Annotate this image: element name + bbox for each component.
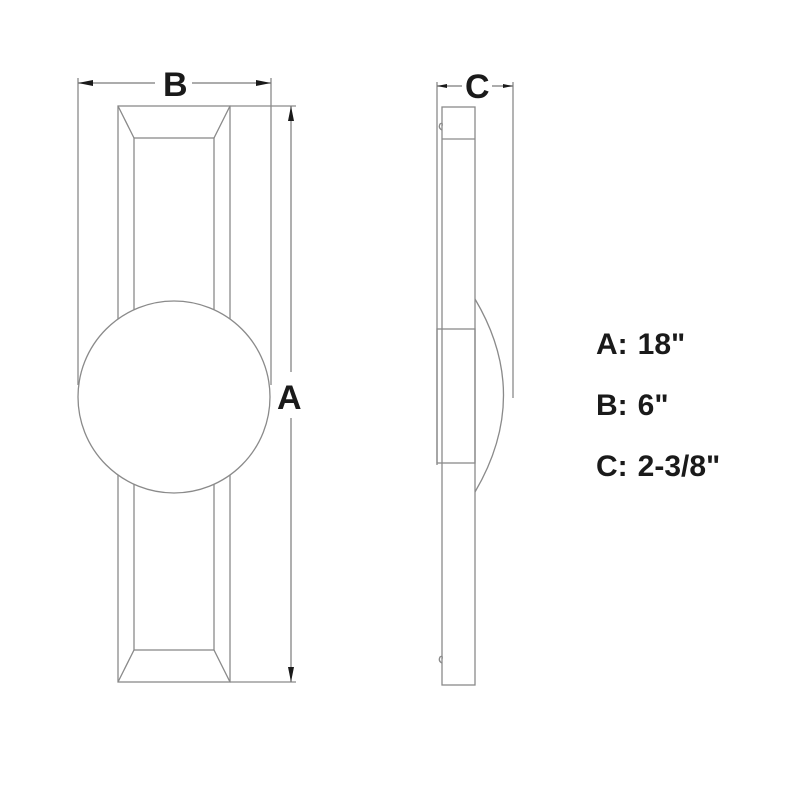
spec-key: C (596, 450, 618, 483)
a-arrow-up-icon (288, 106, 294, 121)
a-arrow-down-icon (288, 667, 294, 682)
mounting-block (436, 328, 476, 464)
spec-separator: : (617, 389, 628, 422)
spec-value: 6" (637, 389, 669, 422)
spec-key: A (596, 328, 618, 361)
bevel-top-left (117, 105, 135, 139)
depth-label-c: C (465, 68, 490, 106)
front-view (77, 78, 296, 683)
bevel-bottom-right (213, 649, 231, 683)
spec-row-c: C:2-3/8" (596, 452, 720, 482)
spec-row-b: B:6" (596, 391, 720, 421)
c-arrow-right-icon (503, 84, 513, 88)
backplate-profile (441, 106, 476, 686)
bevel-top-right (213, 105, 231, 139)
spec-separator: : (617, 328, 628, 361)
screw-bottom-icon (438, 655, 443, 664)
spec-value: 2-3/8" (637, 450, 721, 483)
b-arrow-left-icon (78, 80, 93, 86)
height-label-a: A (277, 379, 302, 417)
c-arrow-left-icon (437, 84, 447, 88)
globe-shade (77, 300, 271, 494)
bevel-bottom-left (117, 649, 135, 683)
spec-separator: : (617, 450, 628, 483)
b-arrow-right-icon (256, 80, 271, 86)
screw-top-icon (438, 122, 443, 131)
side-view (436, 82, 514, 686)
spec-row-a: A:18" (596, 330, 720, 360)
spec-value: 18" (637, 328, 686, 361)
dome-shade-profile (474, 298, 505, 493)
spec-key: B (596, 389, 618, 422)
dimension-spec-list: A:18" B:6" C:2-3/8" (596, 330, 720, 513)
width-label-b: B (163, 66, 188, 104)
